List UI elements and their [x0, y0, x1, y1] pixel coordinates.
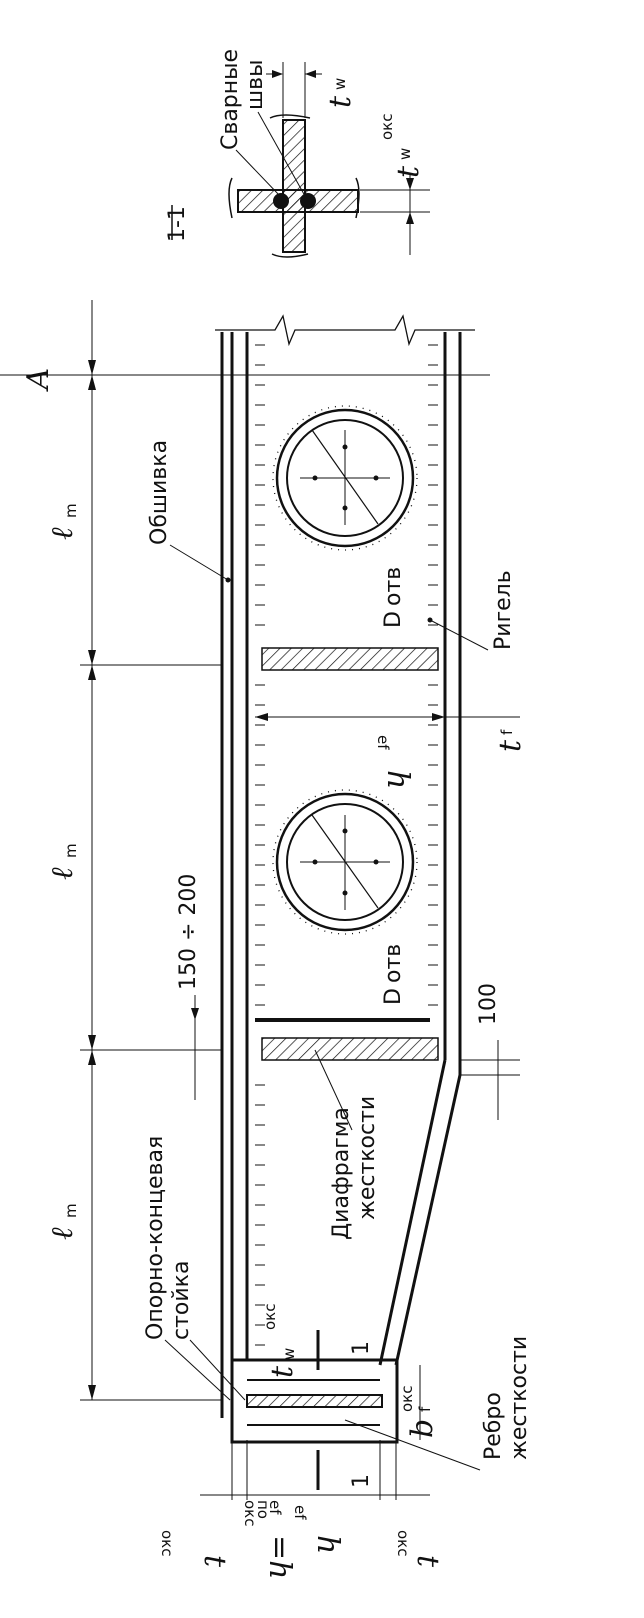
- hole-sub-2: отв: [381, 944, 406, 983]
- bf-okc-label: b: [405, 1419, 440, 1438]
- welds-label-1: Сварные: [218, 49, 243, 150]
- diaphragm-1: [261, 647, 439, 671]
- dim-100-label: 100: [476, 983, 501, 1025]
- bottom-h: h: [310, 1535, 345, 1554]
- bottom-t-left-sub: окс: [158, 1530, 176, 1556]
- panel-sub-1: m: [62, 503, 80, 518]
- girder-label: Ригель: [491, 570, 516, 650]
- tw-okc-label-beam: t: [265, 1365, 300, 1378]
- diaphragm-label-1: Диафрагма: [329, 1107, 354, 1240]
- tw-okc-sup-beam: окс: [261, 1304, 279, 1330]
- rib-label-2: жесткости: [507, 1336, 532, 1460]
- panel-sub-2: m: [62, 843, 80, 858]
- tw-sub: w: [331, 78, 349, 90]
- beam-elevation: А ℓ m ℓ m ℓ m D отв: [0, 300, 532, 1579]
- support-post-label-2: стойка: [169, 1261, 194, 1340]
- dim-gap-label: 150 ÷ 200: [176, 874, 201, 990]
- rib-label-1: Ребро: [481, 1392, 506, 1460]
- web-hole-1: [272, 405, 418, 551]
- panel-sub-3: m: [62, 1203, 80, 1218]
- bottom-okc: окс: [241, 1500, 259, 1526]
- web-hole-2: [272, 789, 418, 935]
- diaphragm-label-2: жесткости: [355, 1096, 380, 1220]
- support-post: [230, 1358, 399, 1444]
- cut-label-top: 1: [349, 1341, 374, 1355]
- hef-sub: ef: [374, 735, 392, 750]
- hole-label-1: D: [381, 611, 406, 628]
- section-mark: 1-1: [165, 206, 190, 242]
- bottom-h-eq: =h: [262, 1535, 297, 1579]
- panel-label-3: ℓ: [45, 1227, 80, 1240]
- diaphragm-2: [261, 1037, 439, 1061]
- bottom-t-right: t: [410, 1555, 445, 1568]
- weld-right: [300, 193, 316, 209]
- bottom-h-sub2: ef: [266, 1500, 284, 1515]
- web-ticks: [255, 344, 438, 1346]
- tw-okc-sup: окс: [378, 114, 396, 140]
- section-1-1-view: 1-1 Сварные швы t w t w: [165, 49, 430, 258]
- tw-okc-label: t: [391, 165, 426, 178]
- hole-label-2: D: [381, 988, 406, 1005]
- cut-label-bot: 1: [349, 1474, 374, 1488]
- section-web-plate: [282, 119, 306, 253]
- hef-label: h: [380, 770, 415, 789]
- bottom-t-left: t: [197, 1555, 232, 1568]
- hole-sub-1: отв: [381, 567, 406, 606]
- bottom-t-right-sub: окс: [394, 1530, 412, 1556]
- panel-label-1: ℓ: [45, 527, 80, 540]
- sheathing-label: Обшивка: [147, 440, 172, 545]
- axis-symbol: А: [21, 367, 56, 392]
- weld-left: [273, 193, 289, 209]
- tw-label: t: [323, 95, 358, 108]
- support-rib: [246, 1394, 383, 1408]
- tf-sub: f: [498, 729, 516, 735]
- tw-okc-sub-beam: w: [280, 1348, 298, 1360]
- welds-label-2: швы: [243, 60, 268, 110]
- support-post-label-1: Опорно-концевая: [143, 1136, 168, 1340]
- tw-okc-sub: w: [396, 148, 414, 160]
- panel-label-2: ℓ: [45, 867, 80, 880]
- bf-okc-sup: окс: [398, 1386, 416, 1412]
- tf-label: t: [493, 739, 528, 752]
- bottom-po: по: [254, 1500, 272, 1519]
- bf-okc-sub: f: [416, 1406, 434, 1412]
- bottom-h-sub: ef: [291, 1505, 309, 1520]
